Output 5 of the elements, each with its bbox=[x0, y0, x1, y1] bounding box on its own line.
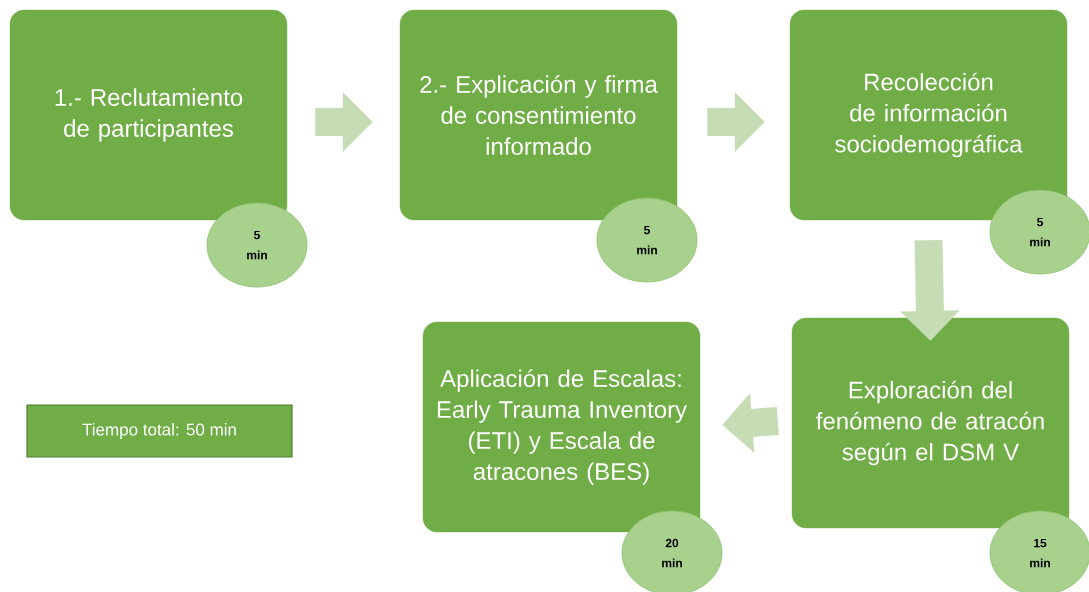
total-time-box: Tiempo total: 50 min bbox=[26, 404, 293, 458]
process-box: 1.- Reclutamiento de participantes bbox=[9, 9, 288, 221]
process-box: Aplicación de Escalas: Early Trauma Inventory (ETI) y Escala de atracones (BES) bbox=[422, 321, 701, 533]
process-box: Exploración del fenómeno de atracón según el DSM V bbox=[791, 317, 1070, 529]
process-box: 2.- Explicación y firma de consentimiento informado bbox=[399, 9, 678, 221]
